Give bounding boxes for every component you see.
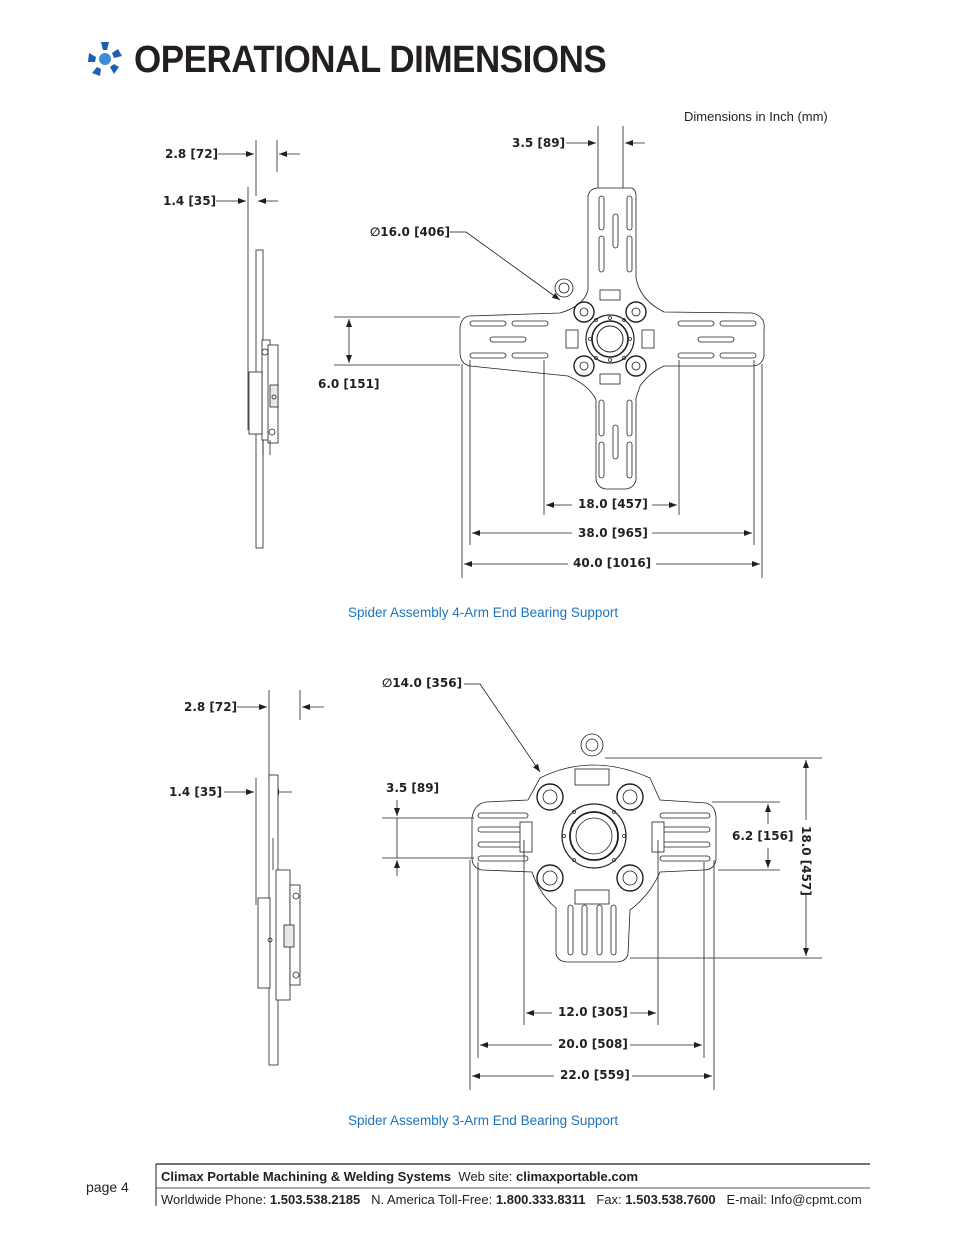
page-title: OPERATIONAL DIMENSIONS	[134, 39, 607, 81]
fig2-dim-slot-outer: 20.0 [508]	[558, 1037, 628, 1051]
fax-number: 1.503.538.7600	[625, 1192, 716, 1207]
fig1-dim-diameter: ∅16.0 [406]	[370, 225, 451, 239]
website-link[interactable]: climaxportable.com	[515, 1169, 639, 1184]
fig1-dim-side-thickness: 2.8 [72]	[165, 147, 219, 161]
fig2-dim-side-thickness: 2.8 [72]	[184, 700, 238, 714]
fig2-dim-slot-inner: 12.0 [305]	[558, 1005, 628, 1019]
units-note: Dimensions in Inch (mm)	[684, 109, 828, 124]
tollfree-label: N. America Toll-Free:	[371, 1192, 493, 1207]
tollfree-number: 1.800.333.8311	[495, 1192, 586, 1207]
fig2-dim-arm-width: 3.5 [89]	[386, 781, 440, 795]
phone-number: 1.503.538.2185	[269, 1192, 361, 1207]
climax-logo-icon	[88, 42, 122, 76]
fax-label: Fax:	[596, 1192, 622, 1207]
website-label: Web site:	[458, 1169, 513, 1184]
fig1-dim-height: 6.0 [151]	[318, 377, 380, 391]
fig2-front-view	[382, 683, 822, 1090]
fig2-dim-slot-height: 6.2 [156]	[732, 829, 794, 843]
fig1-front-view	[334, 126, 765, 578]
footer-company-row: Climax Portable Machining & Welding Syst…	[161, 1169, 638, 1184]
fig1-caption: Spider Assembly 4-Arm End Bearing Suppor…	[348, 605, 619, 620]
fig2-dim-side-plate: 1.4 [35]	[169, 785, 223, 799]
fig1-dim-slot-inner: 18.0 [457]	[578, 497, 648, 511]
fig2-caption: Spider Assembly 3-Arm End Bearing Suppor…	[348, 1113, 619, 1128]
fig2-side-view	[224, 690, 324, 1066]
email-link[interactable]: Info@cpmt.com	[770, 1192, 862, 1207]
fig1-side-view	[216, 140, 300, 549]
fig1-dim-overall: 40.0 [1016]	[573, 556, 652, 570]
footer-contact-row: Worldwide Phone: 1.503.538.2185 N. Ameri…	[161, 1192, 862, 1207]
email-label: E-mail:	[726, 1192, 767, 1207]
fig1-dim-arm-width: 3.5 [89]	[512, 136, 566, 150]
fig1-dim-side-plate: 1.4 [35]	[163, 194, 217, 208]
phone-label: Worldwide Phone:	[161, 1192, 267, 1207]
fig2-dim-diameter: ∅14.0 [356]	[382, 676, 463, 690]
company-name: Climax Portable Machining & Welding Syst…	[161, 1169, 452, 1184]
fig1-dim-slot-outer: 38.0 [965]	[578, 526, 648, 540]
fig2-dim-overall-width: 22.0 [559]	[560, 1068, 630, 1082]
page-number: page 4	[86, 1179, 129, 1195]
